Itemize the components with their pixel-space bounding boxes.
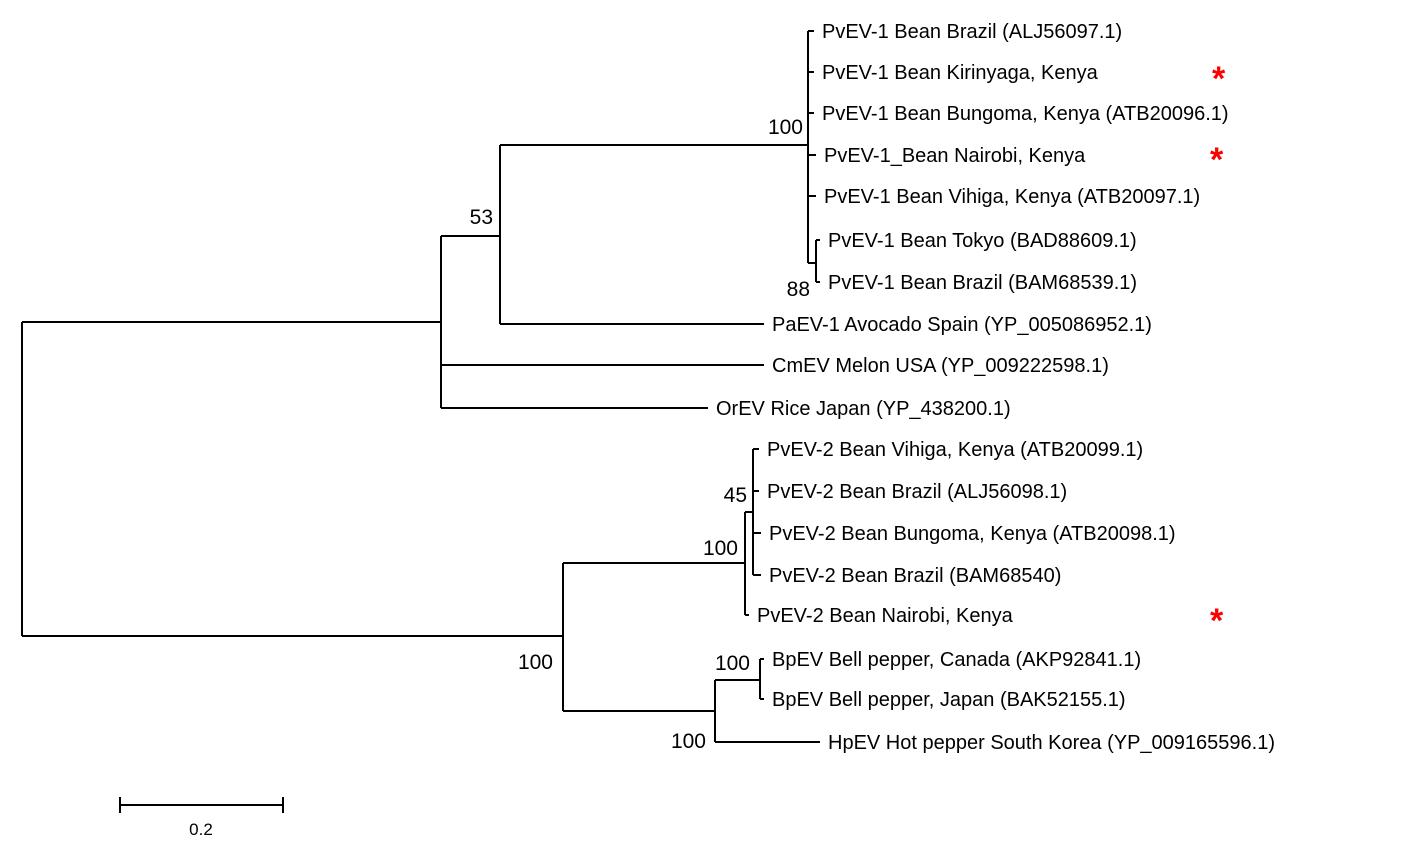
bootstrap-value: 100 [518, 651, 553, 674]
taxon-label: PvEV-1 Bean Bungoma, Kenya (ATB20096.1) [822, 103, 1229, 125]
taxon-label: PvEV-1 Bean Tokyo (BAD88609.1) [828, 230, 1137, 252]
scale-bar-line [119, 797, 284, 813]
taxon-label: PvEV-1 Bean Brazil (ALJ56097.1) [822, 21, 1122, 43]
taxon-label: PvEV-2 Bean Vihiga, Kenya (ATB20099.1) [767, 439, 1143, 461]
asterisk-icon: * [1210, 141, 1224, 179]
bootstrap-value: 88 [787, 278, 810, 301]
bootstrap-value: 100 [671, 730, 706, 753]
taxon-label: CmEV Melon USA (YP_009222598.1) [772, 355, 1109, 377]
taxon-label: PvEV-2 Bean Brazil (ALJ56098.1) [767, 481, 1067, 503]
scale-bar-label: 0.2 [189, 820, 213, 839]
taxon-label: PvEV-2 Bean Brazil (BAM68540) [769, 565, 1061, 587]
taxon-label: OrEV Rice Japan (YP_438200.1) [716, 398, 1011, 420]
asterisk-icon: * [1210, 602, 1224, 640]
taxon-label: BpEV Bell pepper, Japan (BAK52155.1) [772, 689, 1126, 711]
taxon-label: PvEV-1 Bean Kirinyaga, Kenya [822, 62, 1099, 84]
taxon-label: BpEV Bell pepper, Canada (AKP92841.1) [772, 649, 1141, 671]
bootstrap-value: 100 [768, 116, 803, 139]
taxon-label: PvEV-1 Bean Brazil (BAM68539.1) [828, 272, 1137, 294]
tree-branches [21, 30, 820, 743]
taxon-label: PvEV-2 Bean Bungoma, Kenya (ATB20098.1) [769, 523, 1176, 545]
bootstrap-values: 100 53 88 45 100 100 100 100 [470, 116, 810, 753]
bootstrap-value: 100 [703, 537, 738, 560]
taxon-labels: PvEV-1 Bean Brazil (ALJ56097.1) PvEV-1 B… [716, 21, 1275, 754]
taxon-label: PvEV-2 Bean Nairobi, Kenya [757, 605, 1014, 627]
scale-bar: 0.2 [119, 797, 284, 839]
taxon-label: PvEV-1_Bean Nairobi, Kenya [824, 145, 1086, 167]
bootstrap-value: 53 [470, 206, 493, 229]
highlight-markers: * * * [1210, 60, 1226, 640]
asterisk-icon: * [1212, 60, 1226, 98]
bootstrap-value: 45 [724, 484, 747, 507]
taxon-label: PaEV-1 Avocado Spain (YP_005086952.1) [772, 314, 1152, 336]
taxon-label: HpEV Hot pepper South Korea (YP_00916559… [828, 732, 1275, 754]
taxon-label: PvEV-1 Bean Vihiga, Kenya (ATB20097.1) [824, 186, 1200, 208]
bootstrap-value: 100 [715, 652, 750, 675]
